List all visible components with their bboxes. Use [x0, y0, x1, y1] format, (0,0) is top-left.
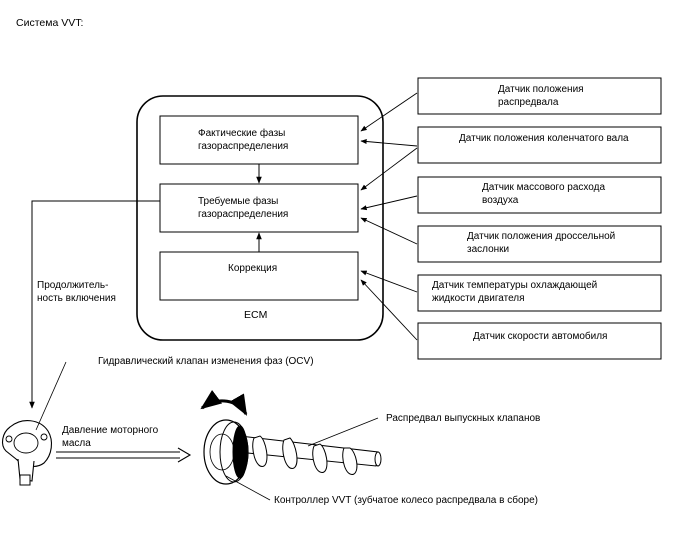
duty-label: Продолжитель- ность включения: [37, 280, 116, 304]
sensor-box-mass-airflow: [417, 176, 662, 214]
crankshaft-sensor-arrow-1: [360, 138, 418, 147]
oil-pressure-arrow: [56, 447, 192, 463]
ecm-container: [136, 95, 384, 341]
ocv-valve-illustration: [1, 420, 53, 486]
sensor-box-camshaft-position: [417, 77, 662, 115]
rotation-arrow: [200, 389, 248, 416]
target-phases-label: Требуемые фазы газораспределения: [198, 196, 289, 220]
camshaft-illustration: [203, 419, 382, 485]
vehicle-speed-sensor-arrow: [360, 279, 418, 341]
sensor-box-vehicle-speed: [417, 322, 662, 360]
sensor-label-coolant-temperature: Датчик температуры охлаждающей жидкости …: [432, 280, 598, 304]
camshaft-leader-line: [307, 417, 379, 447]
actual-phases-label: Фактические фазы газораспределения: [198, 128, 289, 152]
ecm-label: ECM: [244, 309, 268, 321]
sensor-box-throttle-position: [417, 225, 662, 263]
throttle-sensor-arrow: [360, 217, 418, 245]
page-title: Система VVT:: [16, 17, 84, 29]
vvt-controller-leader-line: [225, 475, 271, 501]
correction-box: [159, 251, 359, 301]
ocv-leader-line: [35, 361, 67, 431]
target-phases-box: [159, 183, 359, 233]
coolant-sensor-arrow: [360, 270, 418, 293]
sensor-label-vehicle-speed: Датчик скорости автомобиля: [473, 331, 608, 342]
camshaft-sensor-arrow: [360, 92, 418, 132]
mass-airflow-sensor-arrow: [360, 195, 418, 211]
crankshaft-sensor-arrow-2: [360, 147, 418, 191]
correction-label: Коррекция: [228, 263, 278, 274]
vvt-controller-label: Контроллер VVT (зубчатое колесо распредв…: [274, 495, 538, 506]
camshaft-label: Распредвал выпускных клапанов: [386, 413, 541, 424]
oil-pressure-label: Давление моторного масла: [62, 425, 159, 449]
ocv-label: Гидравлический клапан изменения фаз (OCV…: [98, 356, 314, 367]
sensor-label-throttle-position: Датчик положения дроссельной заслонки: [467, 231, 616, 255]
sensor-box-crankshaft-position: [417, 126, 662, 164]
sensor-label-mass-airflow: Датчик массового расхода воздуха: [482, 182, 606, 206]
sensor-box-coolant-temperature: [417, 274, 662, 312]
sensor-label-crankshaft-position: Датчик положения коленчатого вала: [459, 133, 629, 144]
duty-signal-line: [29, 200, 160, 409]
sensor-label-camshaft-position: Датчик положения распредвала: [498, 84, 584, 108]
